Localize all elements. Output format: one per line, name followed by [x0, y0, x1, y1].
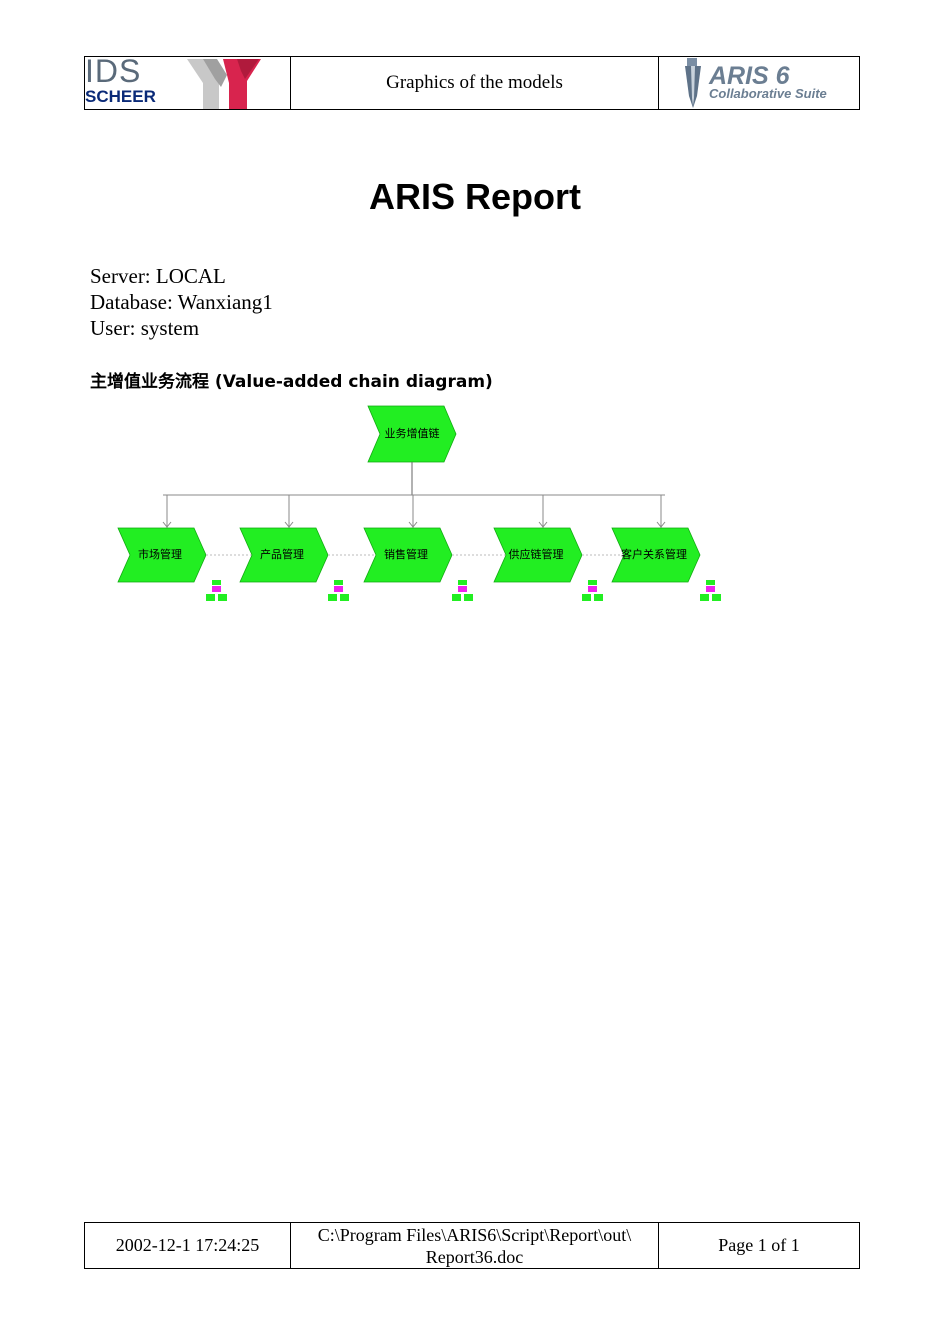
scheer-logo-text: SCHEER: [85, 87, 156, 106]
report-title: ARIS Report: [368, 176, 581, 217]
footer-path-line2: Report36.doc: [425, 1246, 524, 1267]
assignment-icon-middle: [458, 586, 467, 592]
header-table: IDS SCHEER Graphics of the models ARIS 6…: [84, 53, 860, 110]
child-process-label: 客户关系管理: [621, 547, 687, 561]
aris-pen-logo-icon: [685, 58, 701, 108]
assignment-icon-top: [458, 580, 467, 585]
aris-logo-subtitle: Collaborative Suite: [709, 86, 827, 101]
child-process-shape: [611, 527, 701, 583]
assignment-icon-right: [340, 594, 349, 601]
child-process-label: 供应链管理: [509, 547, 564, 561]
footer-table: 2002-12-1 17:24:25 C:\Program Files\ARIS…: [84, 1222, 860, 1269]
assignment-icon-top: [212, 580, 221, 585]
footer-path-cell: C:\Program Files\ARIS6\Script\Report\out…: [291, 1223, 659, 1268]
child-process-shape: [363, 527, 453, 583]
assignment-icon-top: [588, 580, 597, 585]
assignment-icon-top: [334, 580, 343, 585]
footer-datetime: 2002-12-1 17:24:25: [85, 1223, 291, 1268]
child-process-label: 市场管理: [138, 547, 182, 561]
root-process-shape: [367, 405, 457, 463]
root-process-label: 业务增值链: [385, 426, 440, 440]
connector-arrow-icon: [656, 521, 666, 528]
connector-arrow-icon: [538, 521, 548, 528]
assignment-icon-left: [582, 594, 591, 601]
header-center-cell: Graphics of the models: [291, 57, 659, 109]
child-process-shape: [117, 527, 207, 583]
assignment-icon-right: [218, 594, 227, 601]
assignment-icon-middle: [212, 586, 221, 592]
assignment-icon-left: [328, 594, 337, 601]
child-process-shape: [493, 527, 583, 583]
assignment-icon-left: [700, 594, 709, 601]
user-line: User: system: [90, 316, 200, 340]
header-right-cell: ARIS 6 Collaborative Suite: [659, 57, 859, 109]
value-added-chain-diagram: 业务增值链市场管理 产品管理 销售管理 供应链管理 客户关系管理: [100, 400, 760, 635]
ids-scheer-mark-icon: [187, 59, 261, 109]
ids-logo-text: IDS: [85, 53, 142, 89]
aris-logo: ARIS 6 Collaborative Suite: [681, 56, 827, 110]
connector-arrow-icon: [284, 521, 294, 528]
assignment-icon-middle: [706, 586, 715, 592]
ids-scheer-logo: IDS SCHEER: [85, 53, 263, 109]
assignment-icon-middle: [588, 586, 597, 592]
model-section-title: 主增值业务流程 (Value-added chain diagram): [90, 372, 493, 392]
aris-logo-title: ARIS 6: [709, 62, 790, 90]
assignment-icon-top: [706, 580, 715, 585]
child-process-label: 销售管理: [384, 547, 428, 561]
connector-arrow-icon: [162, 521, 172, 528]
assignment-icon-middle: [334, 586, 343, 592]
connector-arrow-icon: [408, 521, 418, 528]
report-meta: Server: LOCAL Database: Wanxiang1 User: …: [90, 263, 273, 341]
assignment-icon-right: [594, 594, 603, 601]
assignment-icon-right: [464, 594, 473, 601]
assignment-icon-right: [712, 594, 721, 601]
assignment-icon-left: [206, 594, 215, 601]
server-line: Server: LOCAL: [90, 264, 226, 288]
assignment-icon-left: [452, 594, 461, 601]
footer-page-number: Page 1 of 1: [718, 1235, 800, 1255]
header-left-cell: IDS SCHEER: [85, 53, 291, 109]
child-process-shape: [239, 527, 329, 583]
child-process-label: 产品管理: [260, 547, 304, 561]
database-line: Database: Wanxiang1: [90, 290, 273, 314]
footer-path-line1: C:\Program Files\ARIS6\Script\Report\out…: [317, 1224, 632, 1245]
